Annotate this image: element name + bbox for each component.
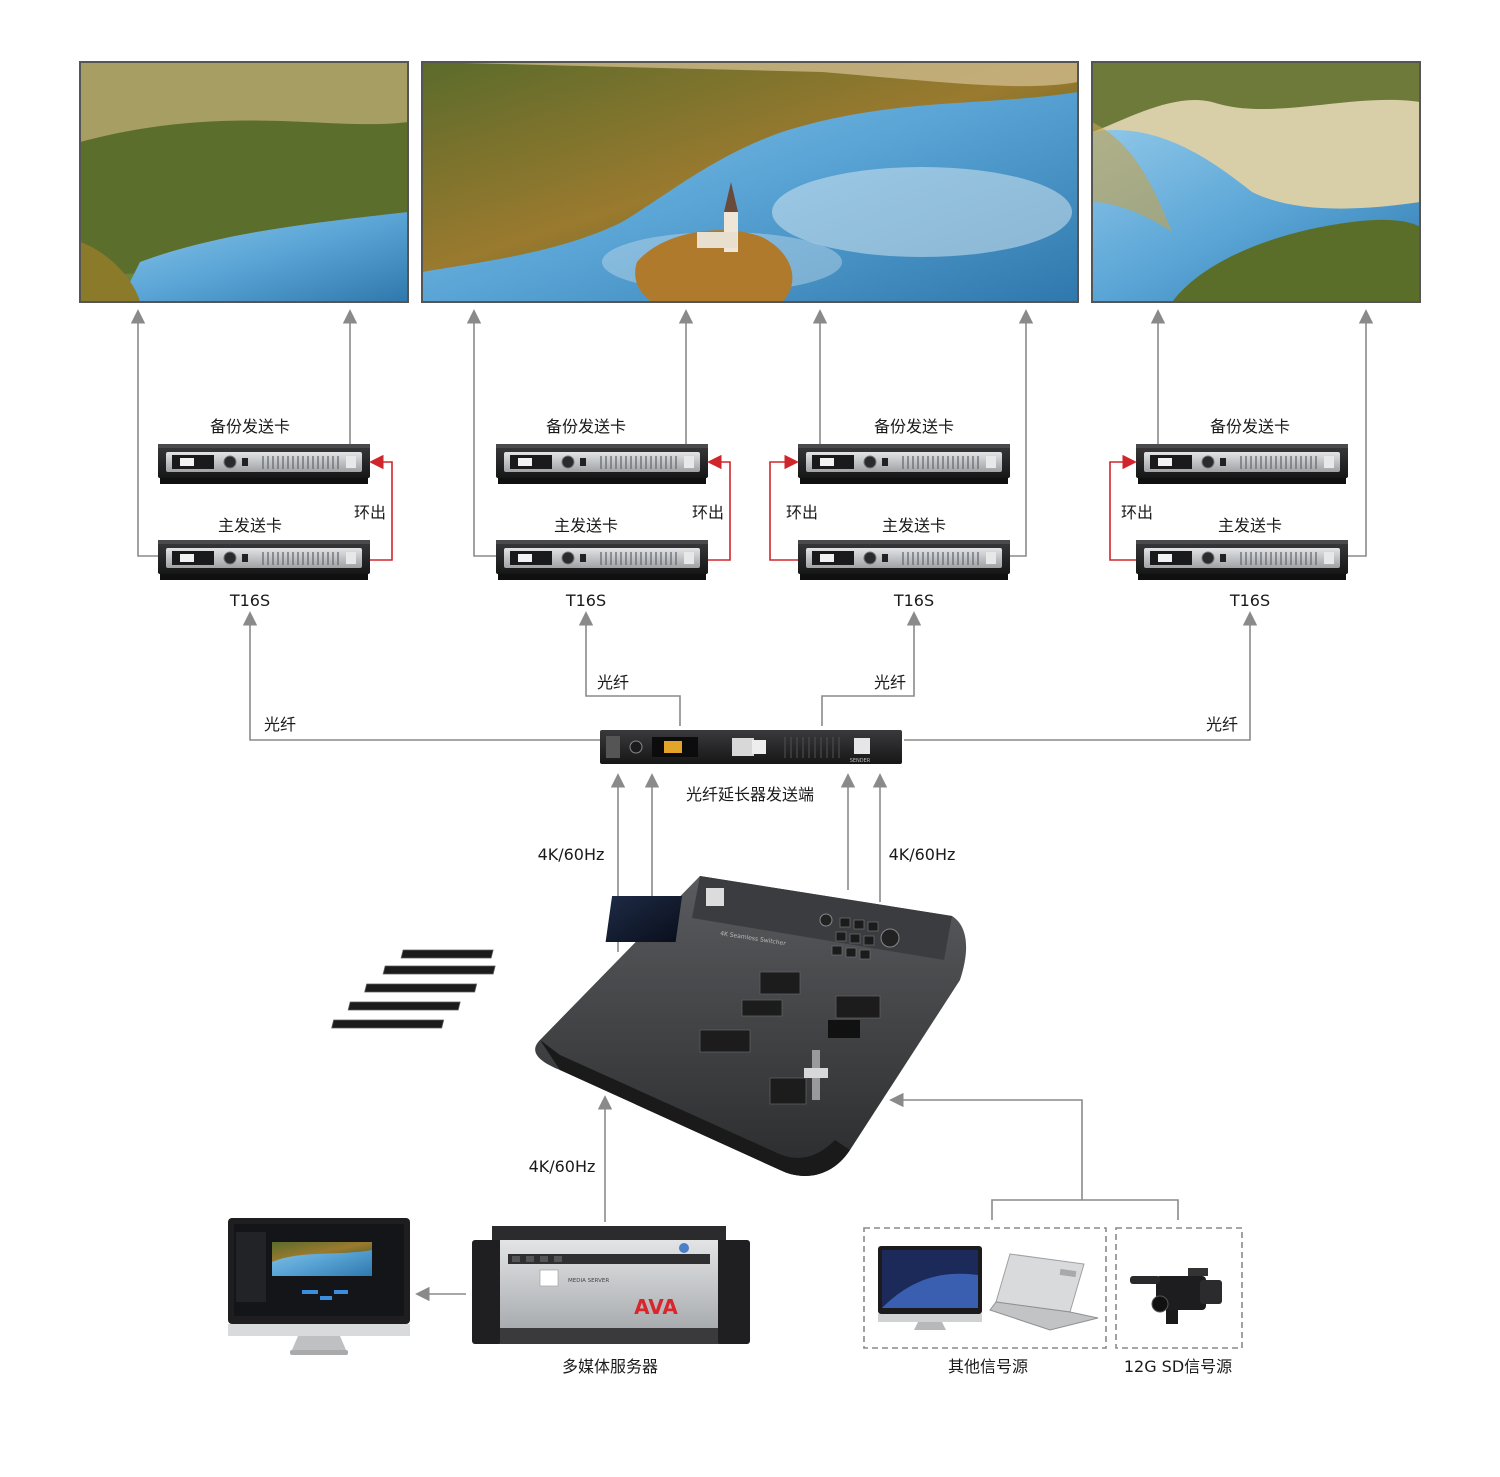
backup-card-label: 备份发送卡 [1210, 417, 1290, 436]
fiber-extender-sender: SENDER [600, 730, 902, 764]
led-screen-center [421, 61, 1079, 303]
signal-4k-label: 4K/60Hz [889, 845, 956, 864]
loop-out-label: 环出 [692, 503, 724, 522]
control-monitor [228, 1218, 410, 1355]
backup-card-4 [1135, 443, 1349, 485]
backup-card-2 [495, 443, 709, 485]
media-server-label: 多媒体服务器 [562, 1357, 658, 1376]
fiber-label: 光纤 [1206, 715, 1238, 734]
media-server: MEDIA SERVER AVA [472, 1226, 750, 1344]
model-label: T16S [229, 591, 270, 610]
ava-logo: AVA [634, 1295, 678, 1319]
backup-card-label: 备份发送卡 [210, 417, 290, 436]
other-sources-box [863, 1227, 1107, 1349]
led-screen-left [79, 61, 409, 303]
model-label: T16S [1229, 591, 1270, 610]
other-sources-label: 其他信号源 [948, 1357, 1028, 1376]
model-label: T16S [893, 591, 934, 610]
loop-out-connectors [369, 454, 1137, 561]
main-card-4 [1135, 539, 1349, 581]
signal-4k-label: 4K/60Hz [529, 1157, 596, 1176]
signal-4k-label: 4K/60Hz [538, 845, 605, 864]
main-card-2 [495, 539, 709, 581]
laptop-icon [989, 1253, 1099, 1331]
main-card-label: 主发送卡 [554, 516, 618, 535]
fiber-label: 光纤 [874, 673, 906, 692]
fiber-label: 光纤 [597, 673, 629, 692]
imac-icon [878, 1246, 982, 1330]
server-caption: MEDIA SERVER [568, 1278, 609, 1284]
backup-card-1 [157, 443, 371, 485]
seamless-switcher-console: 4K Seamless Switcher [331, 876, 967, 1176]
sdi-source-box [1115, 1227, 1243, 1349]
loop-out-label: 环出 [786, 503, 818, 522]
fiber-caption: SENDER [850, 758, 871, 764]
loop-out-label: 环出 [1121, 503, 1153, 522]
backup-card-3 [797, 443, 1011, 485]
model-label: T16S [565, 591, 606, 610]
camcorder-icon [1130, 1268, 1222, 1324]
main-card-1 [157, 539, 371, 581]
main-card-label: 主发送卡 [1218, 516, 1282, 535]
sdi-source-label: 12G SD信号源 [1124, 1357, 1232, 1376]
sources-to-switcher-connector [889, 1092, 1179, 1220]
backup-card-label: 备份发送卡 [874, 417, 954, 436]
fiber-connectors [242, 611, 1258, 741]
fiber-sender-label: 光纤延长器发送端 [686, 785, 814, 804]
main-card-label: 主发送卡 [218, 516, 282, 535]
backup-card-label: 备份发送卡 [546, 417, 626, 436]
card-to-screen-connectors [130, 309, 1374, 557]
loop-out-label: 环出 [354, 503, 386, 522]
fiber-label: 光纤 [264, 715, 296, 734]
main-card-3 [797, 539, 1011, 581]
led-screen-right [1091, 61, 1421, 303]
main-card-label: 主发送卡 [882, 516, 946, 535]
